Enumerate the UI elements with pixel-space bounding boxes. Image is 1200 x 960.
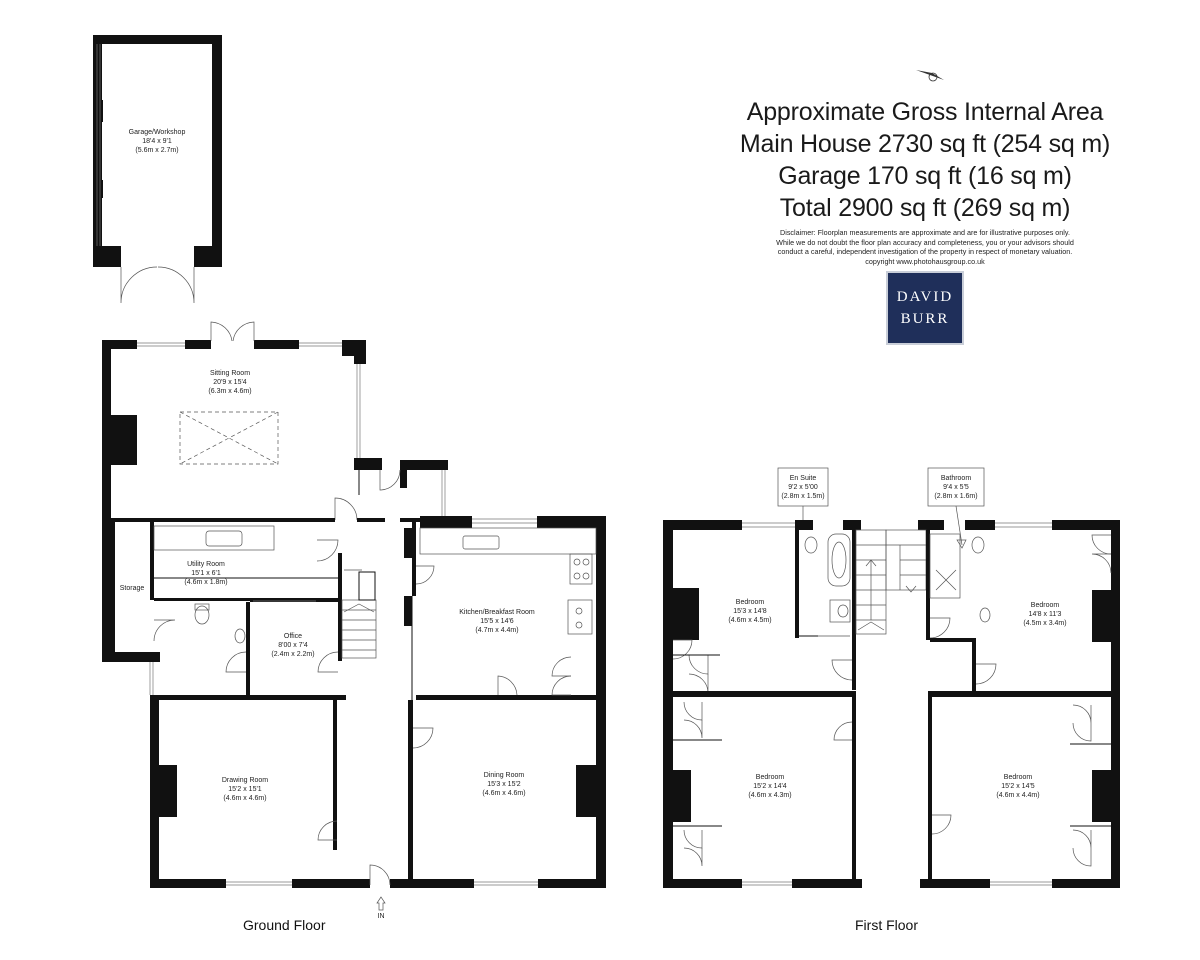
area-garage: Garage 170 sq ft (16 sq m) bbox=[778, 162, 1072, 190]
kitchen-label-metric: (4.7m x 4.4m) bbox=[475, 627, 518, 634]
garage-label-metric: (5.6m x 2.7m) bbox=[135, 147, 178, 154]
garage-label-dims: 18'4 x 9'1 bbox=[142, 138, 172, 145]
en-suite-label-metric: (2.8m x 1.5m) bbox=[781, 493, 824, 500]
bathroom-label-dims: 9'4 x 5'5 bbox=[943, 484, 969, 491]
area-summary: Approximate Gross Internal Area Main Hou… bbox=[700, 96, 1150, 266]
bedroom-3-label-dims: 15'2 x 14'4 bbox=[753, 783, 787, 790]
sitting-room-label-dims: 20'9 x 15'4 bbox=[213, 379, 247, 386]
kitchen-label-name: Kitchen/Breakfast Room bbox=[459, 609, 535, 616]
disclaimer-line: While we do not doubt the floor plan acc… bbox=[776, 237, 1074, 247]
bedroom-4-label-metric: (4.6m x 4.4m) bbox=[996, 792, 1039, 799]
office-label-metric: (2.4m x 2.2m) bbox=[271, 651, 314, 658]
office-label-name: Office bbox=[284, 633, 302, 640]
first-floor-walls bbox=[663, 467, 1120, 888]
utility-room-label-name: Utility Room bbox=[187, 561, 225, 568]
kitchen-label-dims: 15'5 x 14'6 bbox=[480, 618, 514, 625]
ground-floor-walls bbox=[102, 321, 606, 911]
bedroom-2-label-metric: (4.5m x 3.4m) bbox=[1023, 620, 1066, 627]
en-suite-label-dims: 9'2 x 5'00 bbox=[788, 484, 818, 491]
utility-room-label-dims: 15'1 x 6'1 bbox=[191, 570, 221, 577]
bedroom-1-label-name: Bedroom bbox=[736, 599, 765, 606]
drawing-room-label-dims: 15'2 x 15'1 bbox=[228, 786, 262, 793]
compass-icon bbox=[916, 70, 944, 82]
sitting-room-label-metric: (6.3m x 4.6m) bbox=[208, 388, 251, 395]
dining-room-label-dims: 15'3 x 15'2 bbox=[487, 781, 521, 788]
bathroom-label-name: Bathroom bbox=[941, 475, 972, 482]
dining-room-label-name: Dining Room bbox=[484, 772, 525, 779]
logo-line-2: BURR bbox=[900, 311, 950, 327]
first-floor-label: First Floor bbox=[855, 917, 918, 933]
utility-room-label-metric: (4.6m x 1.8m) bbox=[184, 579, 227, 586]
drawing-room-label-name: Drawing Room bbox=[222, 777, 268, 784]
area-main-house: Main House 2730 sq ft (254 sq m) bbox=[739, 130, 1111, 158]
bedroom-2-label-dims: 14'8 x 11'3 bbox=[1029, 611, 1062, 618]
disclaimer-line: Disclaimer: Floorplan measurements are a… bbox=[780, 228, 1070, 237]
entrance-label: IN bbox=[378, 913, 385, 920]
drawing-room-label-metric: (4.6m x 4.6m) bbox=[223, 795, 266, 802]
dining-room-label-metric: (4.6m x 4.6m) bbox=[482, 790, 525, 797]
ground-floor-label: Ground Floor bbox=[243, 917, 326, 933]
bedroom-3-label-name: Bedroom bbox=[756, 774, 785, 781]
en-suite-label-name: En Suite bbox=[790, 475, 817, 482]
room-labels: Garage/Workshop 18'4 x 9'1 (5.6m x 2.7m)… bbox=[120, 129, 1067, 920]
office-label-dims: 8'00 x 7'4 bbox=[278, 642, 308, 649]
logo-line-1: DAVID bbox=[896, 289, 954, 305]
bedroom-4-label-dims: 15'2 x 14'5 bbox=[1001, 783, 1035, 790]
bathroom-label-metric: (2.8m x 1.6m) bbox=[934, 493, 977, 500]
agency-logo: DAVID BURR bbox=[886, 271, 964, 345]
bedroom-2-label-name: Bedroom bbox=[1031, 602, 1060, 609]
storage-label-name: Storage bbox=[120, 585, 145, 592]
disclaimer-line: copyright www.photohausgroup.co.uk bbox=[865, 256, 985, 266]
garage-label-name: Garage/Workshop bbox=[129, 129, 186, 136]
bedroom-3-label-metric: (4.6m x 4.3m) bbox=[748, 792, 791, 799]
bedroom-4-label-name: Bedroom bbox=[1004, 774, 1033, 781]
area-heading: Approximate Gross Internal Area bbox=[746, 98, 1104, 126]
garage-walls bbox=[93, 35, 222, 304]
area-total: Total 2900 sq ft (269 sq m) bbox=[779, 194, 1071, 222]
sitting-room-label-name: Sitting Room bbox=[210, 370, 250, 377]
disclaimer: Disclaimer: Floorplan measurements are a… bbox=[700, 228, 1150, 266]
disclaimer-line: conduct a careful, independent investiga… bbox=[777, 247, 1073, 256]
bedroom-1-label-dims: 15'3 x 14'8 bbox=[733, 608, 767, 615]
bedroom-1-label-metric: (4.6m x 4.5m) bbox=[728, 617, 771, 624]
